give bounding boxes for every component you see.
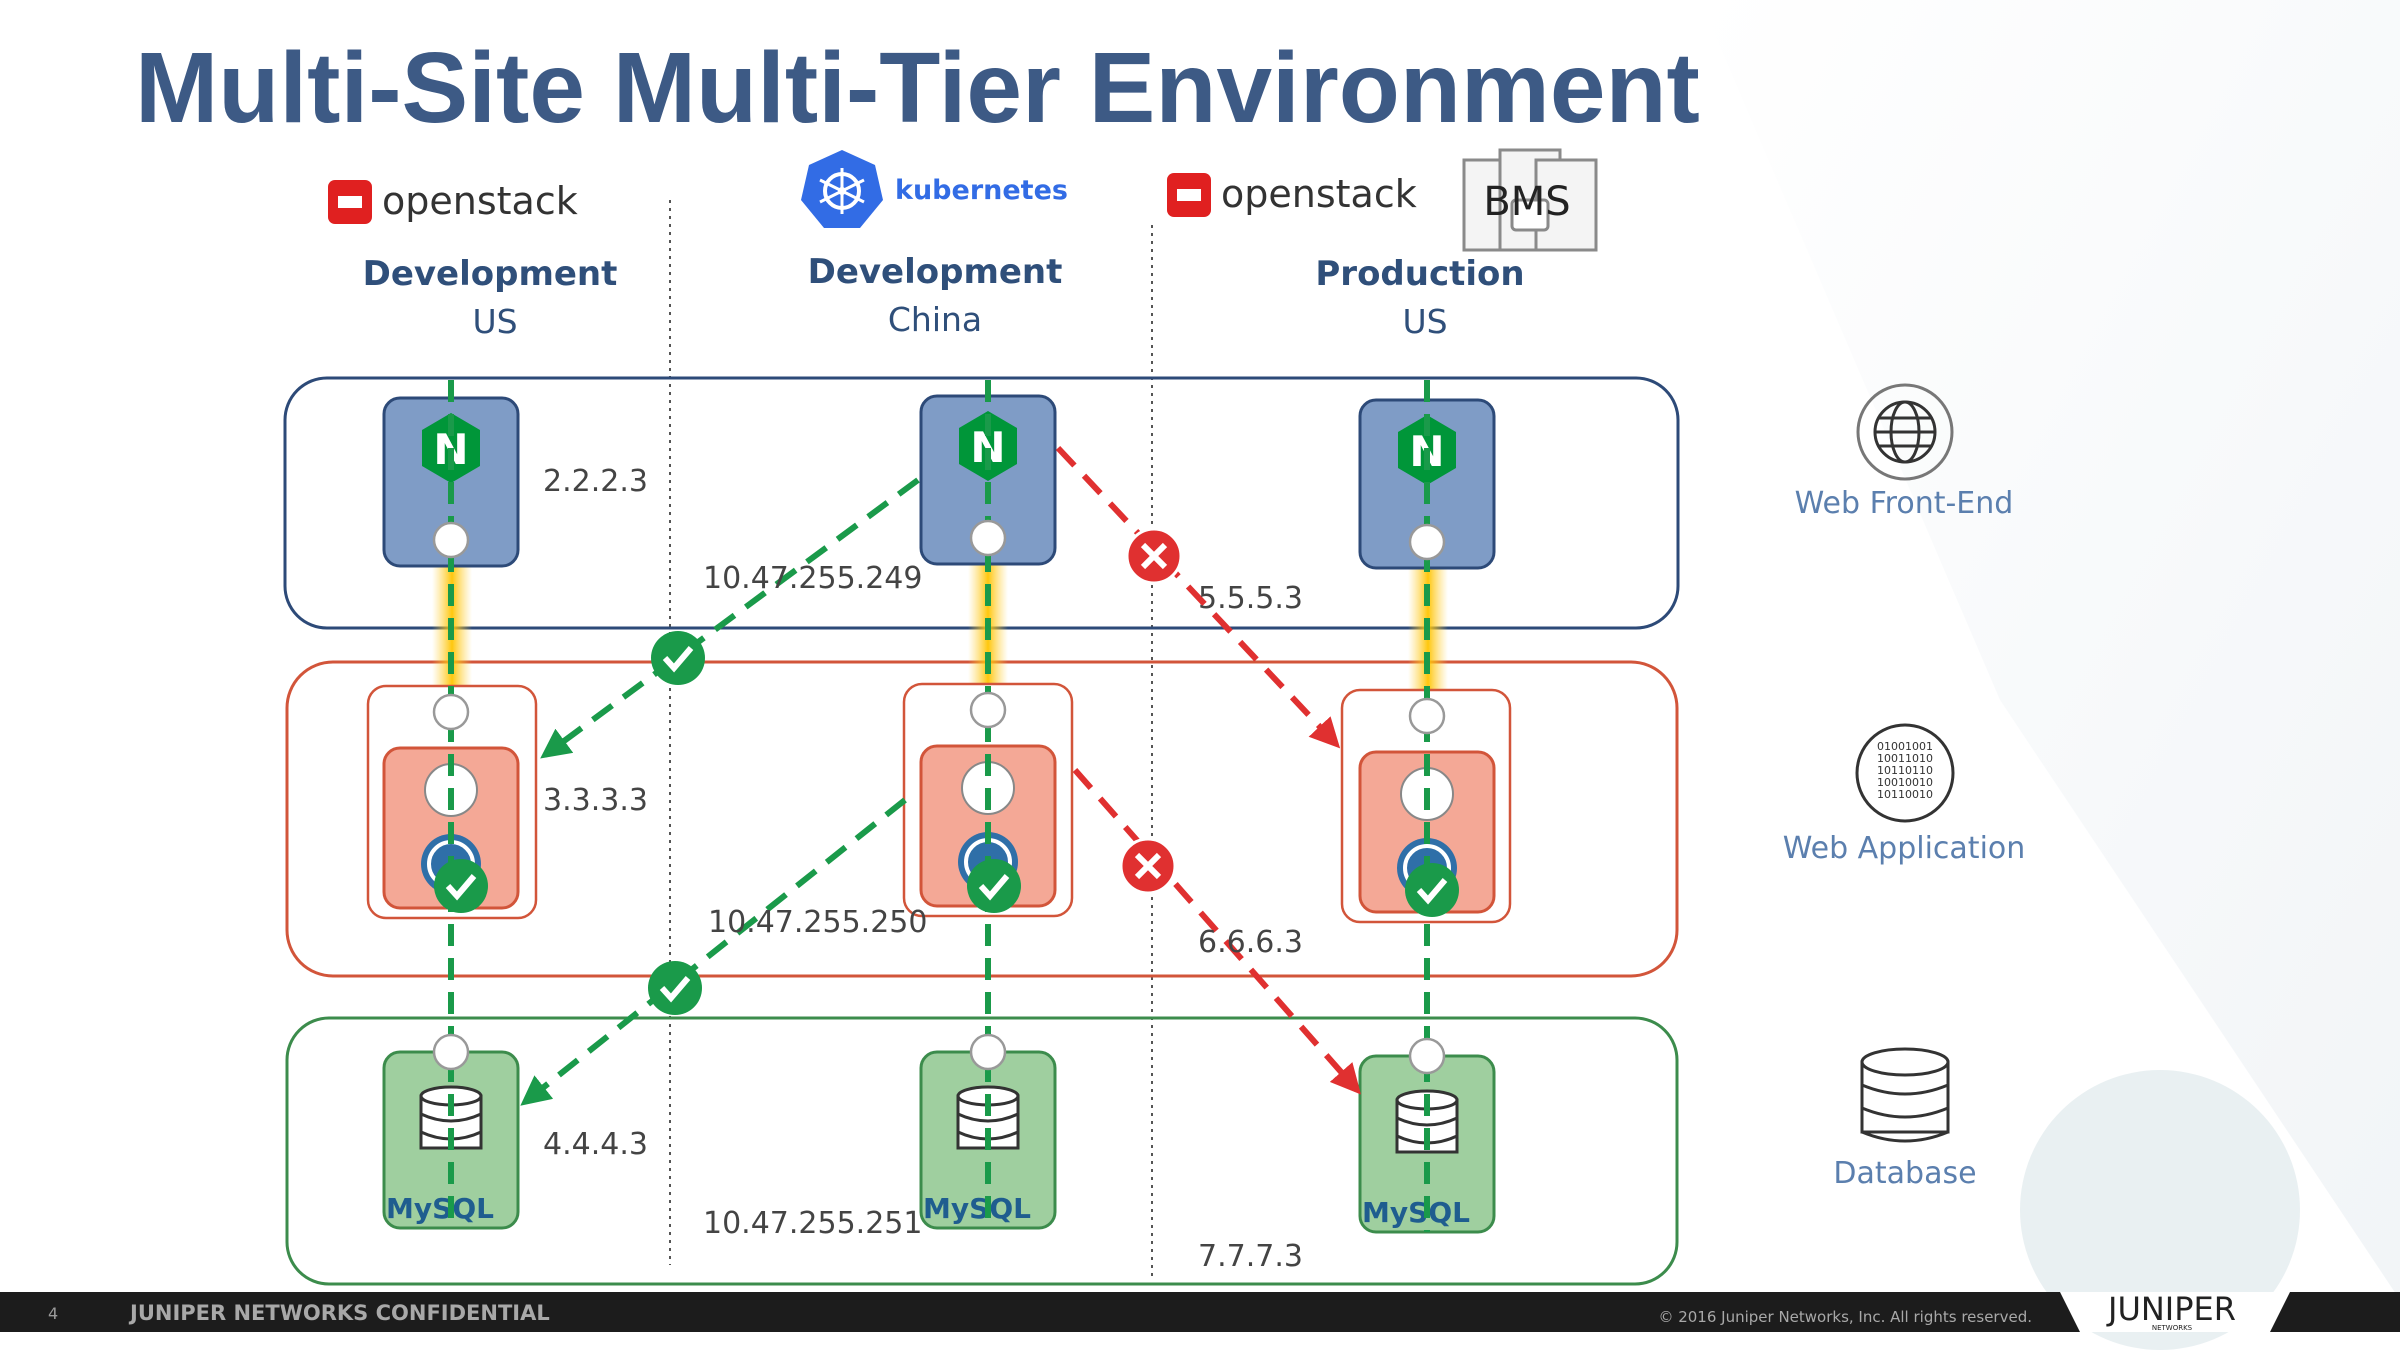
footer-bar bbox=[0, 1292, 2400, 1332]
slide-title: Multi-Site Multi-Tier Environment bbox=[135, 32, 1700, 144]
background-balloon bbox=[2020, 1070, 2300, 1350]
site-env: Production bbox=[1315, 254, 1524, 294]
juniper-logo: JUNIPER bbox=[2106, 1290, 2236, 1328]
platform-label: openstack bbox=[382, 179, 578, 223]
site-env: Development bbox=[363, 254, 618, 294]
site-header-us-dev: openstack Development US bbox=[328, 179, 617, 341]
tier-label: Web Application bbox=[1783, 831, 2026, 866]
allowed-check-icon bbox=[651, 631, 705, 685]
kubernetes-logo-icon bbox=[801, 150, 883, 228]
ip-address: 5.5.5.3 bbox=[1198, 581, 1303, 616]
mysql-logo: MySQL bbox=[1362, 1196, 1470, 1229]
svg-text:10110010: 10110010 bbox=[1877, 788, 1933, 801]
tier-legend-application: 01001001 10011010 10110110 10010010 1011… bbox=[1783, 723, 2026, 866]
denied-x-icon bbox=[1119, 837, 1177, 895]
tier-legend-database: Database bbox=[1833, 1047, 1977, 1191]
platform-label: kubernetes bbox=[895, 175, 1068, 206]
confidential-label: JUNIPER NETWORKS CONFIDENTIAL bbox=[128, 1301, 550, 1325]
ip-address: 3.3.3.3 bbox=[543, 783, 648, 818]
ip-address: 6.6.6.3 bbox=[1198, 925, 1303, 960]
nginx-node-china: N bbox=[919, 394, 1057, 566]
site-region: US bbox=[472, 302, 517, 341]
database-icon bbox=[1860, 1047, 1950, 1143]
ip-address: 2.2.2.3 bbox=[543, 464, 648, 499]
ip-address: 10.47.255.250 bbox=[708, 905, 927, 940]
mysql-logo: MySQL bbox=[923, 1192, 1031, 1225]
copyright: © 2016 Juniper Networks, Inc. All rights… bbox=[1658, 1308, 2032, 1326]
ip-address: 10.47.255.251 bbox=[703, 1206, 922, 1241]
tier-legend-frontend: Web Front-End bbox=[1795, 383, 2014, 521]
footer-logo-panel bbox=[2060, 1292, 2290, 1332]
nginx-icon bbox=[959, 411, 1017, 481]
site-header-prod: openstack BMS Production US bbox=[1167, 148, 1598, 341]
globe-icon bbox=[1856, 383, 1954, 481]
page-number: 4 bbox=[48, 1304, 58, 1323]
site-header-china: kubernetes Development China bbox=[801, 150, 1068, 339]
svg-text:10011010: 10011010 bbox=[1877, 752, 1933, 765]
footer: 4 JUNIPER NETWORKS CONFIDENTIAL © 2016 J… bbox=[0, 1290, 2400, 1332]
flow-allowed-frontend-to-app bbox=[540, 477, 920, 759]
flow-denied-frontend-to-app bbox=[1055, 445, 1341, 749]
site-region: China bbox=[888, 300, 982, 339]
platform-label: openstack bbox=[1221, 172, 1417, 216]
openstack-logo-icon bbox=[328, 180, 372, 224]
bare-metal-server-icon bbox=[1462, 148, 1598, 252]
allowed-check-icon bbox=[434, 859, 488, 913]
site-env: Development bbox=[808, 252, 1063, 292]
denied-x-icon bbox=[1125, 527, 1183, 585]
allowed-check-icon bbox=[648, 961, 702, 1015]
allowed-check-icon bbox=[1405, 863, 1459, 917]
svg-text:10010010: 10010010 bbox=[1877, 776, 1933, 789]
mysql-logo: MySQL bbox=[386, 1192, 494, 1225]
juniper-logo-sub: NETWORKS bbox=[2152, 1324, 2193, 1332]
svg-text:01001001: 01001001 bbox=[1877, 740, 1933, 753]
ip-address: 7.7.7.3 bbox=[1198, 1239, 1303, 1274]
tier-label: Database bbox=[1833, 1156, 1976, 1191]
ip-address: 4.4.4.3 bbox=[543, 1127, 648, 1162]
flow-denied-app-to-db bbox=[1072, 768, 1361, 1095]
allowed-check-icon bbox=[967, 859, 1021, 913]
binary-icon: 01001001 10011010 10110110 10010010 1011… bbox=[1855, 723, 1955, 823]
router-interfaces bbox=[432, 519, 1446, 1075]
tier-band-database bbox=[285, 1016, 1679, 1286]
openstack-logo-icon bbox=[1167, 173, 1211, 217]
bms-label: BMS bbox=[1483, 179, 1570, 225]
flow-allowed-app-to-db bbox=[520, 797, 907, 1106]
site-region: US bbox=[1402, 302, 1447, 341]
ip-address: 10.47.255.249 bbox=[703, 561, 922, 596]
svg-text:10110110: 10110110 bbox=[1877, 764, 1933, 777]
background-facet bbox=[1700, 0, 2400, 1300]
tier-label: Web Front-End bbox=[1795, 486, 2014, 521]
